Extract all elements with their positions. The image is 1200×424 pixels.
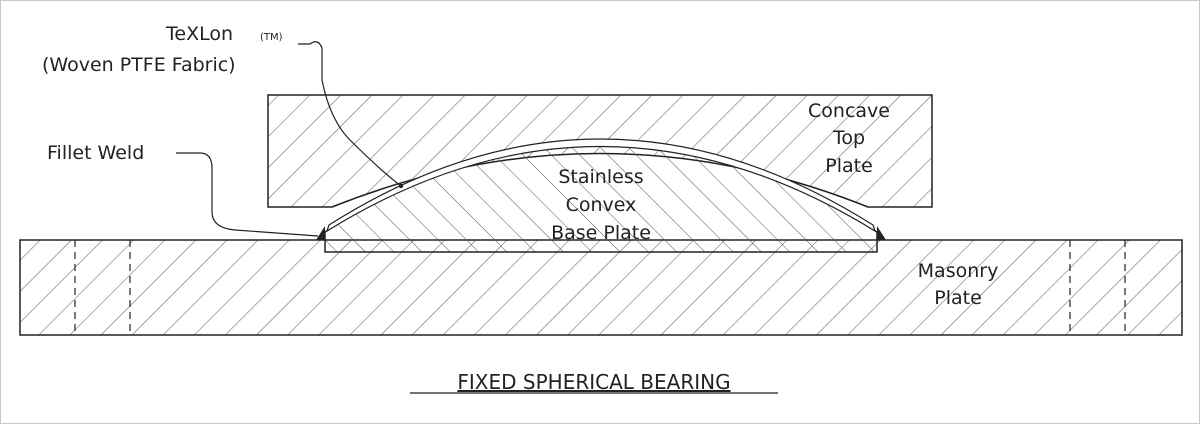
texlon-leader-dot <box>398 183 404 189</box>
masonry-label-2: Plate <box>934 287 982 309</box>
fillet-weld-left <box>316 226 325 240</box>
concave-label-2: Top <box>832 127 865 149</box>
convex-label-1: Stainless <box>558 166 643 188</box>
ptfe-layer <box>325 138 877 233</box>
tm-mark: (TM) <box>260 32 283 43</box>
fillet-weld-label: Fillet Weld <box>47 142 144 164</box>
fillet-leader <box>176 152 319 237</box>
concave-label-3: Plate <box>825 155 873 177</box>
fillet-weld-right <box>877 226 886 240</box>
concave-label-1: Concave <box>808 100 890 122</box>
diagram-title: FIXED SPHERICAL BEARING <box>457 370 730 394</box>
convex-label-2: Convex <box>566 194 637 216</box>
texlon-leader <box>298 41 402 187</box>
masonry-plate <box>19 239 1183 336</box>
masonry-label-1: Masonry <box>918 260 999 282</box>
texlon-label: TeXLon <box>165 23 233 45</box>
ptfe-label: (Woven PTFE Fabric) <box>42 54 236 76</box>
convex-label-3: Base Plate <box>551 222 651 244</box>
